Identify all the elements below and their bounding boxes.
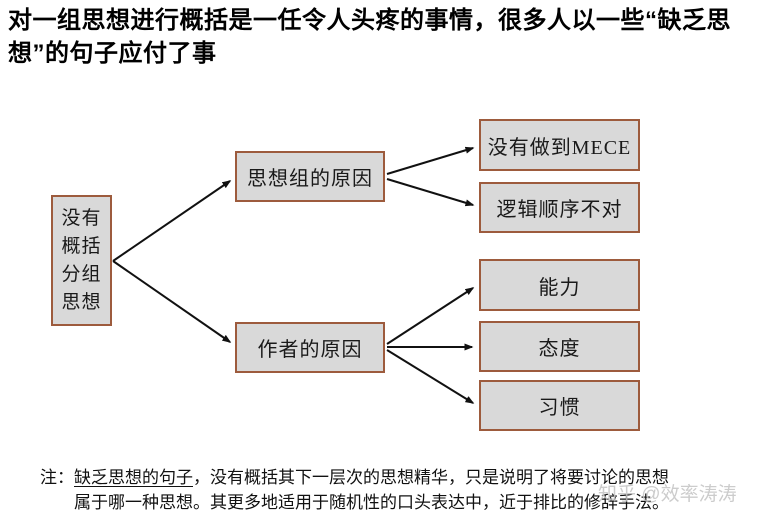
node-author-reason: 作者的原因	[235, 322, 385, 373]
node-logic-order-label: 逻辑顺序不对	[496, 199, 623, 221]
arrow-author-to-ability	[386, 287, 475, 345]
node-ability: 能力	[479, 259, 640, 311]
node-habit: 习惯	[479, 380, 640, 431]
node-root-line: 分组	[61, 263, 102, 285]
arrow-author-to-habit	[386, 349, 475, 404]
node-mece: 没有做到MECE	[479, 119, 640, 171]
node-attitude-label: 态度	[538, 338, 581, 360]
node-attitude: 态度	[479, 321, 640, 372]
arrow-group-to-mece	[386, 146, 475, 175]
page-title: 对一组思想进行概括是一任令人头疼的事情，很多人以一些“缺乏思 想”的句子应付了事	[8, 4, 774, 70]
arrow-root-to-author-reason	[112, 260, 232, 343]
node-root-line: 没有	[61, 207, 102, 229]
node-group-reason-label: 思想组的原因	[247, 168, 373, 190]
page-title-line1: 对一组思想进行概括是一任令人头疼的事情，很多人以一些“缺乏思	[8, 7, 731, 34]
node-ability-label: 能力	[538, 276, 581, 299]
arrow-group-to-logic-order	[386, 178, 475, 207]
node-root-line: 概括	[61, 235, 102, 257]
footnote: 注： 缺乏思想的句子，没有概括其下一层次的思想精华，只是说明了将要讨论的思想 属…	[40, 465, 772, 515]
node-mece-label: 没有做到MECE	[487, 136, 632, 159]
page-title-line2: 想”的句子应付了事	[8, 40, 217, 67]
node-logic-order: 逻辑顺序不对	[479, 182, 640, 233]
footnote-line2: 属于哪一种思想。其更多地适用于随机性的口头表达中，近于排比的修辞手法。	[74, 493, 669, 512]
footnote-body: 缺乏思想的句子，没有概括其下一层次的思想精华，只是说明了将要讨论的思想 属于哪一…	[74, 465, 772, 515]
arrow-root-to-group-reason	[112, 180, 232, 262]
node-author-reason-label: 作者的原因	[257, 339, 363, 361]
node-root: 没有 概括 分组 思想	[51, 195, 112, 326]
footnote-label: 注：	[40, 468, 74, 487]
footnote-underlined: 缺乏思想的句子	[74, 468, 193, 487]
node-group-reason: 思想组的原因	[235, 151, 385, 202]
node-habit-label: 习惯	[538, 397, 581, 419]
node-root-line: 思想	[61, 291, 102, 313]
footnote-line1-rest: ，没有概括其下一层次的思想精华，只是说明了将要讨论的思想	[193, 468, 669, 487]
